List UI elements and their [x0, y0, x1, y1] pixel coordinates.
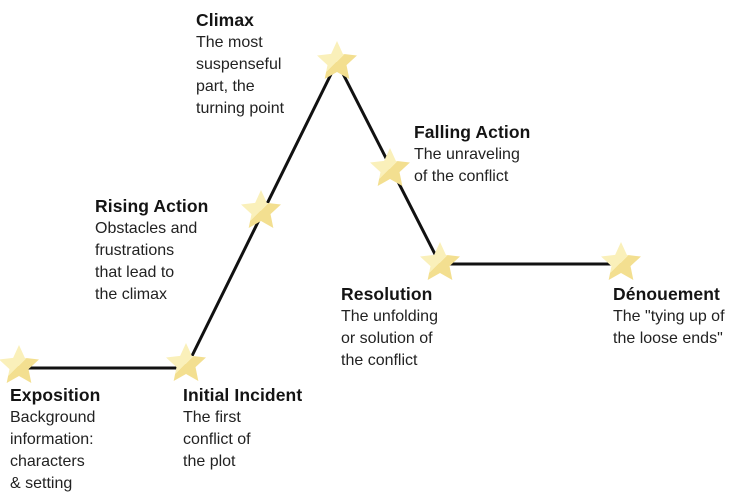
stage-title: Climax — [196, 10, 254, 30]
stage-description: The most suspenseful part, the turning p… — [196, 34, 285, 117]
stage-label-exposition: Exposition Background information: chara… — [10, 383, 100, 495]
stage-label-rising-action: Rising Action Obstacles and frustrations… — [95, 194, 208, 306]
stage-title: Resolution — [341, 284, 433, 304]
star-icon-resolution — [420, 242, 460, 280]
stage-description: Background information: characters & set… — [10, 409, 96, 492]
stage-title: Exposition — [10, 385, 101, 405]
stage-label-climax: Climax The most suspenseful part, the tu… — [196, 8, 284, 120]
stage-description: The unraveling of the conflict — [414, 146, 520, 185]
stage-title: Rising Action — [95, 196, 209, 216]
stage-label-denouement: Dénouement The "tying up of the loose en… — [613, 282, 725, 350]
stage-description: The first conflict of the plot — [183, 409, 251, 470]
stage-title: Dénouement — [613, 284, 720, 304]
star-icon-denouement — [601, 242, 641, 280]
star-icon-falling-action — [370, 148, 410, 186]
star-icon-initial-incident — [166, 343, 206, 381]
stage-label-falling-action: Falling Action The unraveling of the con… — [414, 120, 530, 188]
stage-label-initial-incident: Initial Incident The first conflict of t… — [183, 383, 302, 473]
stage-title: Falling Action — [414, 122, 531, 142]
stage-description: The unfolding or solution of the conflic… — [341, 308, 438, 369]
star-icon-rising-action — [241, 190, 281, 228]
stage-description: The "tying up of the loose ends" — [613, 308, 725, 347]
star-icon-climax — [317, 41, 357, 79]
star-icon-exposition — [0, 345, 39, 383]
stage-label-resolution: Resolution The unfolding or solution of … — [341, 282, 438, 372]
stage-title: Initial Incident — [183, 385, 303, 405]
stage-description: Obstacles and frustrations that lead to … — [95, 220, 198, 303]
